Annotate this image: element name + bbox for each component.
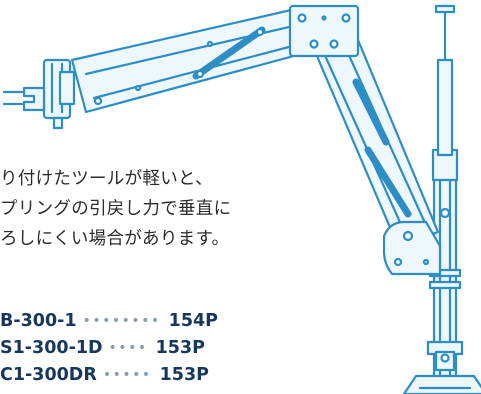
dot-leader: •••• — [108, 340, 148, 356]
model-number: B-300-1 — [0, 311, 77, 331]
top-joint-plate — [288, 4, 360, 58]
dot-leader: ••••• — [102, 367, 152, 383]
page-reference: 153P — [159, 365, 209, 385]
stand-column — [402, 4, 481, 394]
product-reference-row[interactable]: C1-300DR ••••• 153P — [0, 362, 218, 389]
model-number: C1-300DR — [0, 365, 97, 385]
dot-leader: •••••••• — [82, 313, 161, 329]
upper-arm — [70, 6, 318, 114]
elbow-joint — [382, 220, 442, 276]
lower-arm — [303, 26, 440, 248]
usage-note-line: り付けたツールが軽いと、 — [0, 169, 213, 189]
page-reference: 153P — [155, 338, 205, 358]
usage-note-line: ろしにくい場合があります。 — [0, 229, 230, 249]
product-reference-row[interactable]: B-300-1 •••••••• 154P — [0, 308, 218, 335]
tool-holder — [2, 58, 76, 130]
page-reference: 154P — [168, 311, 218, 331]
product-reference-row[interactable]: S1-300-1D •••• 153P — [0, 335, 218, 362]
usage-note: り付けたツールが軽いと、 プリングの引戻し力で垂直に ろしにくい場合があります。 — [0, 164, 231, 254]
product-reference-list: B-300-1 •••••••• 154P S1-300-1D •••• 153… — [0, 308, 218, 389]
model-number: S1-300-1D — [0, 338, 103, 358]
usage-note-line: プリングの引戻し力で垂直に — [0, 199, 232, 219]
